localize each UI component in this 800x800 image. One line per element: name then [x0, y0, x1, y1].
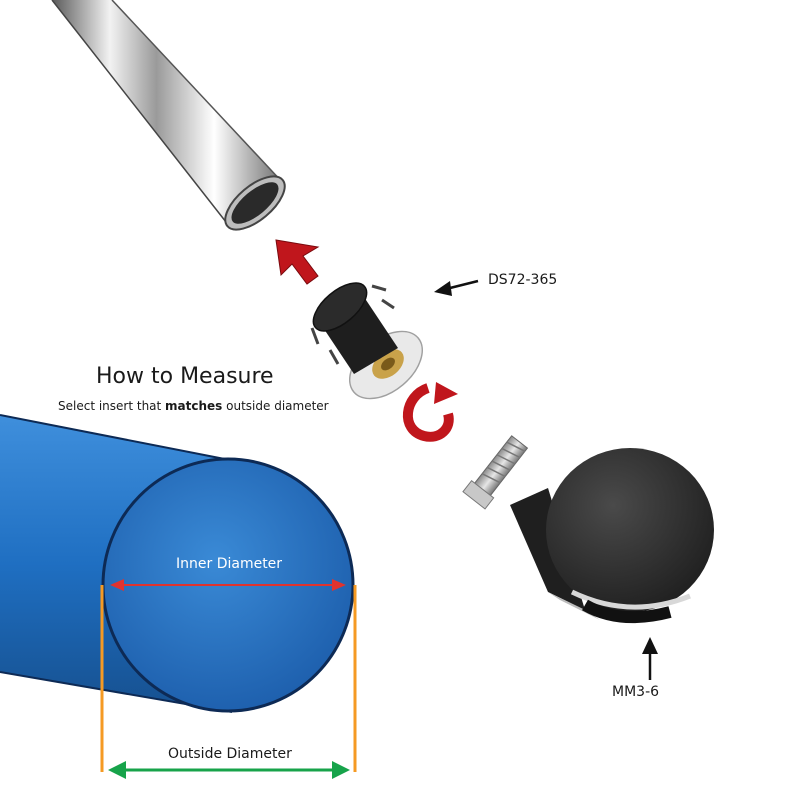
outside-diameter-label: Outside Diameter [168, 746, 292, 762]
caster-wheel-icon [462, 435, 714, 624]
subtitle-text-end: outside diameter [222, 399, 329, 413]
outside-diameter-arrow [108, 761, 350, 779]
subtitle-emphasis: matches [165, 399, 223, 413]
part-pointer-arrow [434, 279, 479, 296]
insert-icon [310, 282, 424, 400]
inner-diameter-arrow [110, 579, 346, 591]
chrome-tube-icon [51, 0, 286, 231]
page-subtitle: Select insert that matches outside diame… [58, 399, 329, 413]
caster-pointer-arrow [642, 637, 658, 680]
blue-tube-icon [0, 414, 355, 713]
page-title: How to Measure [96, 364, 274, 389]
insert-part-label: DS72-365 [488, 272, 558, 288]
caster-part-label: MM3-6 [612, 684, 660, 700]
rotate-arrow-icon [403, 382, 458, 442]
inner-diameter-label: Inner Diameter [176, 556, 283, 572]
up-arrow-icon [275, 239, 320, 285]
subtitle-text-start: Select insert that [58, 399, 166, 413]
